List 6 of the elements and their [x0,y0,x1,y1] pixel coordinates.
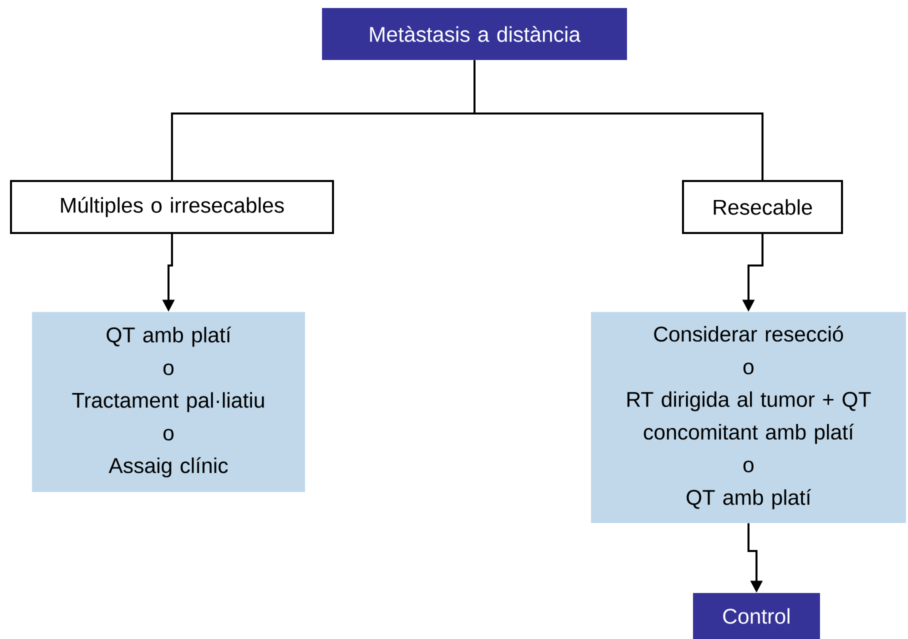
category-box: Resecable [682,180,843,234]
title-box: Metàstasis a distància [322,8,627,60]
treatment-box: QT amb platí o Tractament pal·liatiu o Assaig clínic [32,312,305,492]
treatment-box: Considerar resecció o RT dirigida al tumor + QT concomitant amb platí o QT amb platí [591,312,906,523]
outcome-box: Control [693,593,820,639]
category-box: Múltiples o irresecables [10,180,334,234]
